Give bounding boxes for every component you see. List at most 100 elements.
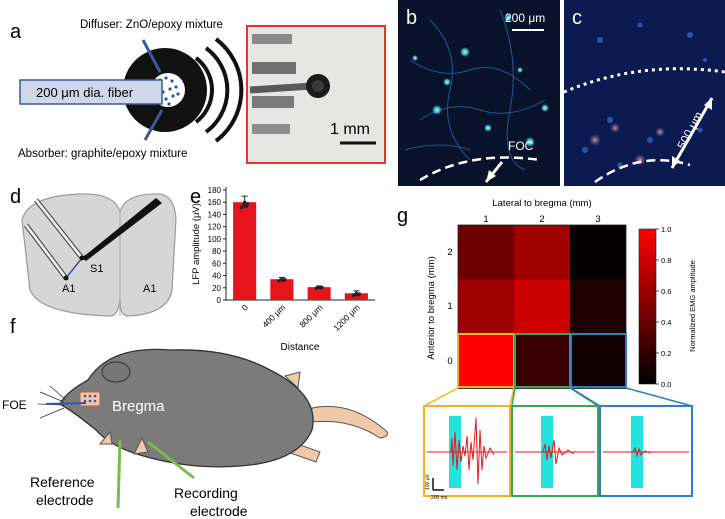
x-tick-label: 800 μm — [297, 302, 324, 329]
s1-site — [79, 255, 85, 261]
heatmap-cell — [458, 225, 514, 280]
neuron-somas — [412, 14, 549, 147]
panel-b-letter: b — [406, 7, 417, 29]
distance-arrow — [670, 97, 714, 169]
foe-label: FOE — [2, 398, 27, 412]
foe-fiber — [45, 402, 87, 405]
heatmap-frame — [457, 224, 627, 389]
x-tick-label: 400 μm — [260, 302, 287, 329]
y-tick-label: 180 — [208, 186, 222, 195]
foc-arrowhead — [486, 170, 496, 182]
a1-right-label: A1 — [143, 283, 156, 295]
data-point — [320, 285, 324, 290]
top-tick-2: 2 — [539, 214, 544, 225]
reference-label-line2: electrode — [36, 492, 94, 508]
x-tick-label: 0 — [240, 302, 251, 313]
y-tick-label: 40 — [212, 272, 221, 281]
colorbar-tick-label: 1.0 — [661, 225, 671, 234]
reference-electrode-wire — [116, 439, 122, 509]
foc-label: FOC — [508, 139, 534, 153]
hind-leg-upper — [283, 371, 301, 390]
left-tick-2: 2 — [447, 247, 452, 258]
mouse-ear — [101, 361, 131, 383]
voltage-scale-label: 100 μV — [425, 473, 431, 490]
fluorescence-image-c — [564, 0, 725, 186]
a1-site — [63, 275, 69, 281]
panel-g-letter: g — [397, 205, 408, 227]
left-tick-0: 0 — [447, 356, 452, 367]
diffuser-label: Diffuser: ZnO/epoxy mixture — [80, 19, 223, 31]
mouse-tail — [311, 405, 389, 439]
window-dots — [83, 394, 97, 403]
fiber-boundary-b — [419, 156, 541, 182]
bar — [307, 287, 331, 300]
fiber-label: 200 μm dia. fiber — [36, 85, 134, 100]
panel-e-letter: e — [190, 186, 201, 208]
data-point — [242, 203, 246, 207]
y-tick-label: 160 — [208, 198, 222, 207]
panel-a-letter: a — [10, 21, 22, 43]
heatmap-cell — [570, 279, 626, 334]
front-paw — [98, 430, 113, 445]
left-axis-title: Anterior to bregma (mm) — [426, 256, 437, 359]
x-tick-label: 1200 μm — [331, 302, 362, 333]
recording-label-line2: electrode — [190, 503, 248, 519]
micrograph-scale-label: 1 mm — [330, 121, 370, 138]
reference-label-line1: Reference — [30, 474, 95, 490]
data-point — [317, 285, 321, 289]
fluorescence-image-b — [398, 0, 560, 186]
highlight-box-blue — [570, 333, 627, 388]
distance-arrowhead-bottom — [672, 156, 680, 168]
panel-c: 500 μm c — [563, 0, 725, 186]
a1-left-label: A1 — [62, 283, 75, 295]
heatmap-cell — [570, 334, 626, 389]
colorbar-tick-label: 0.8 — [661, 256, 671, 265]
data-point — [280, 277, 284, 281]
top-axis-title: Lateral to bregma (mm) — [492, 198, 591, 209]
s1-label: S1 — [90, 263, 103, 275]
panel-f-letter: f — [10, 316, 16, 338]
mouse-illustration — [37, 348, 389, 468]
bregma-label: Bregma — [112, 398, 165, 415]
y-tick-label: 140 — [208, 210, 222, 219]
zoom-connectors — [423, 387, 693, 407]
top-tick-3: 3 — [595, 214, 600, 225]
data-point — [354, 291, 358, 295]
y-tick-label: 20 — [212, 284, 221, 293]
top-tick-1: 1 — [483, 214, 488, 225]
x-axis-title: Distance — [281, 342, 320, 353]
colorbar-tick-label: 0.4 — [661, 318, 671, 327]
heatmap-grid — [457, 224, 627, 389]
data-point — [246, 201, 250, 206]
front-paw-2 — [133, 436, 149, 455]
panel-b: FOC 200 μm b — [398, 0, 560, 186]
data-point — [357, 292, 361, 296]
y-tick-label: 100 — [208, 235, 222, 244]
time-scale-label: 200 ms — [431, 495, 448, 501]
scale-label-b: 200 μm — [505, 11, 545, 25]
fiber-boundary-c — [594, 159, 691, 184]
absorber-label: Absorber: graphite/epoxy mixture — [18, 148, 187, 160]
panel-d-letter: d — [10, 186, 21, 208]
panel-c-letter: c — [572, 7, 582, 29]
y-tick-label: 80 — [212, 247, 221, 256]
y-tick-label: 120 — [208, 223, 222, 232]
bar — [270, 279, 294, 300]
left-tick-1: 1 — [447, 301, 452, 312]
recording-label-line1: Recording — [174, 485, 238, 501]
x-axis-ticks: 0 400 μm 800 μm 1200 μm — [240, 302, 362, 333]
optical-probe — [82, 198, 162, 261]
colorbar-tick-label: 0.0 — [661, 380, 671, 389]
heatmap-cell — [514, 334, 570, 389]
y-tick-label: 0 — [217, 296, 222, 305]
colorbar-ticks: 1.00.80.60.40.20.0 — [656, 225, 671, 389]
distance-arrowhead-top — [704, 98, 712, 110]
panel-f: f FOE Bregma Reference electrode — [2, 316, 389, 519]
y-axis-title: LFP amplitude (μV) — [191, 203, 202, 285]
colorbar-title: Normalized EMG amplitude — [688, 260, 697, 352]
acoustic-wave-arcs — [194, 37, 244, 143]
panel-a: a Diffuser: ZnO/epoxy mixture Absorber: … — [10, 19, 386, 164]
heatmap-cell — [458, 334, 514, 389]
